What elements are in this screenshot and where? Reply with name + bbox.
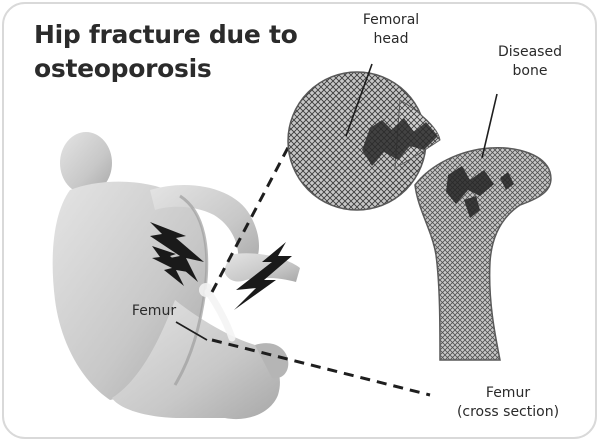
diagram-title-line-1: Hip fracture due to <box>34 20 298 49</box>
label-femur: Femur <box>122 302 186 321</box>
label-femur-cross-section: Femur (cross section) <box>440 384 576 422</box>
label-diseased-bone: Diseased bone <box>488 43 572 81</box>
femur-shaft-illustration <box>415 148 551 360</box>
diagram-title-line-2: osteoporosis <box>34 54 211 83</box>
label-femoral-head: Femoral head <box>355 11 427 49</box>
